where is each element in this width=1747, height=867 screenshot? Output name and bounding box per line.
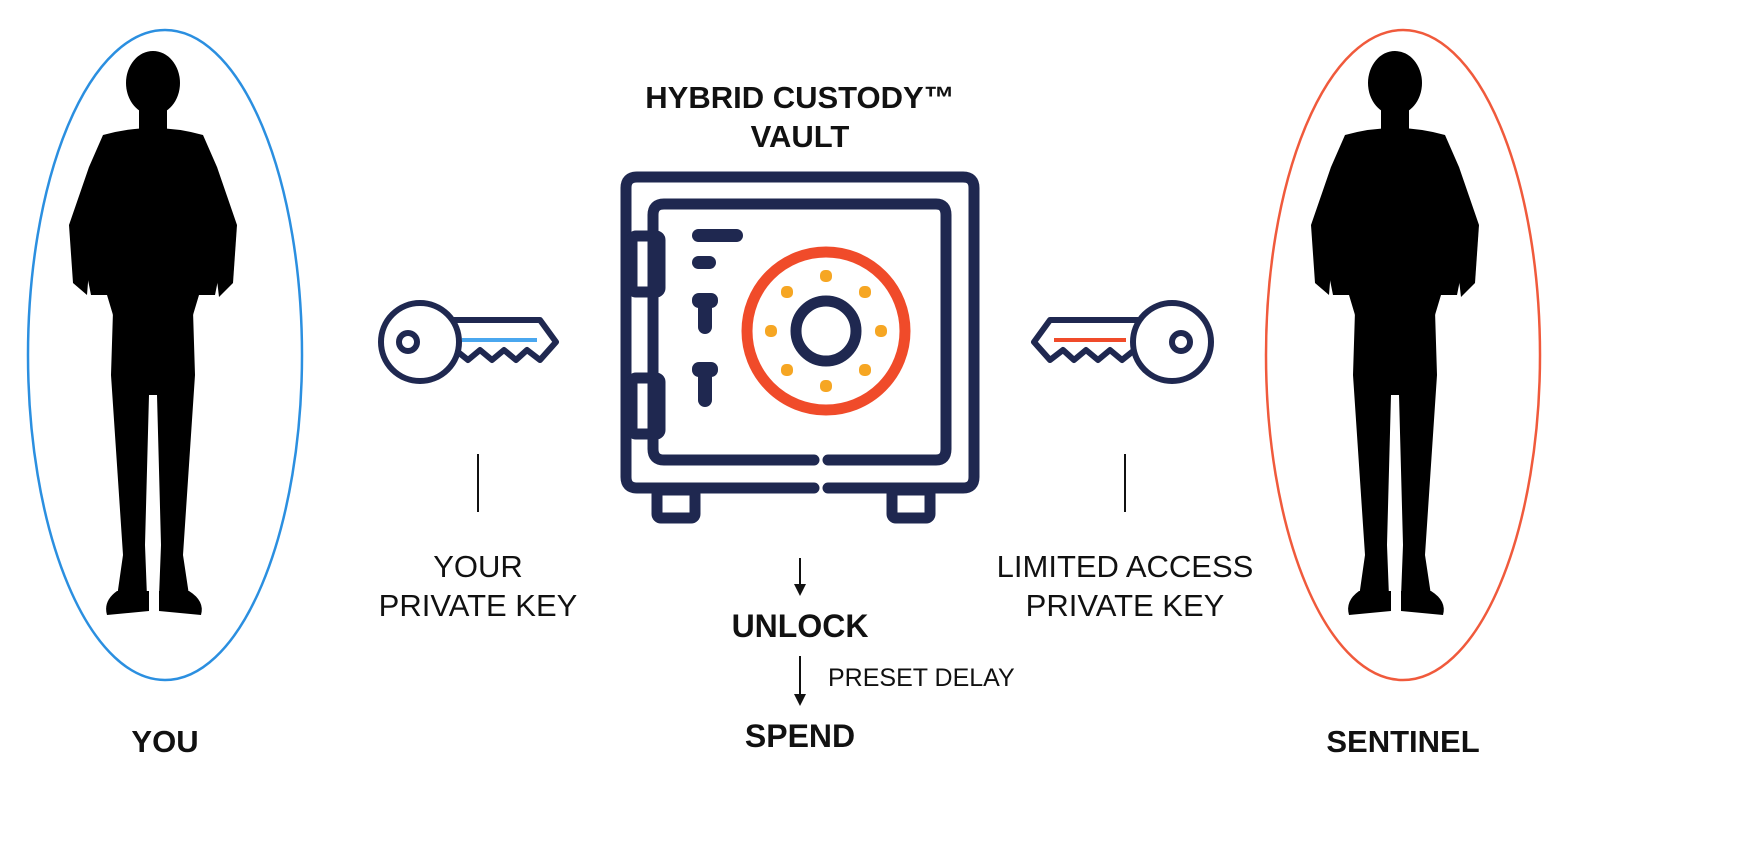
spend-arrow-icon — [794, 656, 806, 706]
vault-safe-icon — [620, 171, 980, 524]
your-private-key-label-line2: PRIVATE KEY — [378, 588, 578, 623]
preset-delay-label: PRESET DELAY — [828, 664, 1015, 692]
sentinel-silhouette-icon — [1311, 51, 1479, 615]
limited-access-key-label: LIMITED ACCESS PRIVATE KEY — [965, 547, 1285, 625]
you-outline-ellipse — [26, 28, 304, 682]
vault-title-line2: VAULT — [750, 119, 850, 154]
limited-access-key-label-line2: PRIVATE KEY — [1025, 588, 1225, 623]
vault-title-line1: HYBRID CUSTODY™ — [645, 80, 955, 115]
sentinel-label: SENTINEL — [1326, 724, 1480, 759]
vault-title: HYBRID CUSTODY™ VAULT — [600, 78, 1000, 156]
your-key-icon — [378, 300, 559, 384]
you-silhouette-icon — [69, 51, 237, 615]
spend-label: SPEND — [744, 718, 856, 754]
limited-access-key-icon — [1031, 300, 1214, 384]
your-private-key-label: YOUR PRIVATE KEY — [338, 547, 618, 625]
you-label: YOU — [131, 724, 199, 759]
limited-access-key-label-line1: LIMITED ACCESS — [996, 549, 1254, 584]
unlock-label: UNLOCK — [731, 608, 869, 644]
your-private-key-label-line1: YOUR — [433, 549, 523, 584]
unlock-arrow-icon — [794, 558, 806, 596]
sentinel-outline-ellipse — [1264, 28, 1542, 682]
